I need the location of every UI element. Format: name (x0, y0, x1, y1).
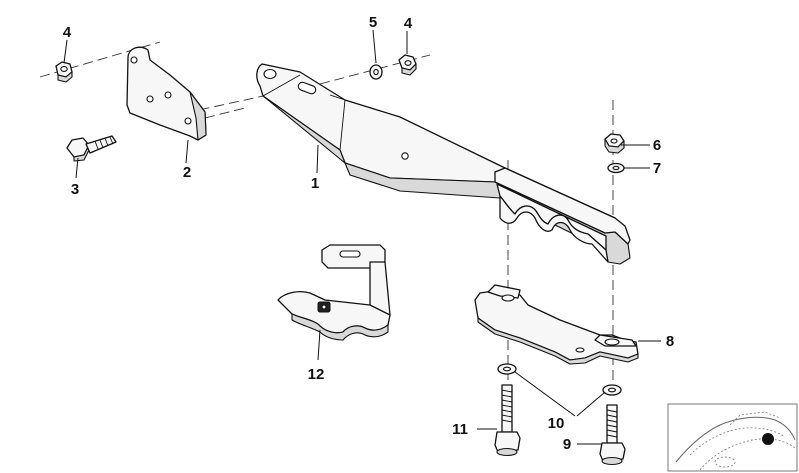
callout-labels: 4 5 4 2 3 1 6 7 8 12 10 11 9 (63, 14, 674, 453)
callout-10: 10 (548, 415, 565, 432)
part-3-hex-bolt[interactable] (66, 135, 117, 162)
callout-6: 6 (653, 137, 661, 154)
callout-3: 3 (71, 181, 79, 198)
part-2-mounting-plate[interactable] (126, 46, 207, 141)
part-1-main-bracket[interactable] (256, 63, 631, 265)
callout-5: 5 (369, 14, 377, 31)
part-7-spring-washer[interactable] (607, 162, 625, 174)
part-8-clamp-bracket[interactable] (474, 284, 639, 365)
part-11-bolt[interactable] (494, 384, 521, 457)
callout-4-left: 4 (63, 24, 72, 41)
part-10-washer-left[interactable] (497, 363, 517, 375)
callout-9: 9 (563, 436, 571, 453)
part-5-washer[interactable] (369, 64, 383, 80)
callout-8: 8 (666, 333, 674, 350)
part-4-hex-nut-right[interactable] (398, 54, 417, 76)
car-location-thumbnail (667, 403, 798, 472)
callout-11: 11 (452, 421, 468, 438)
callout-2: 2 (183, 164, 191, 181)
callout-12: 12 (308, 366, 325, 383)
car-location-icon (675, 411, 796, 471)
part-12-holder-bracket[interactable] (277, 244, 391, 341)
callout-7: 7 (653, 160, 661, 177)
part-6-hex-nut[interactable] (604, 133, 625, 154)
leader-lines (63, 29, 661, 445)
callout-1: 1 (311, 175, 319, 192)
part-10-washer-right[interactable] (602, 384, 622, 396)
part-4-hex-nut-left[interactable] (55, 61, 73, 83)
part-9-bolt[interactable] (599, 404, 626, 466)
callout-4-right: 4 (404, 15, 413, 32)
